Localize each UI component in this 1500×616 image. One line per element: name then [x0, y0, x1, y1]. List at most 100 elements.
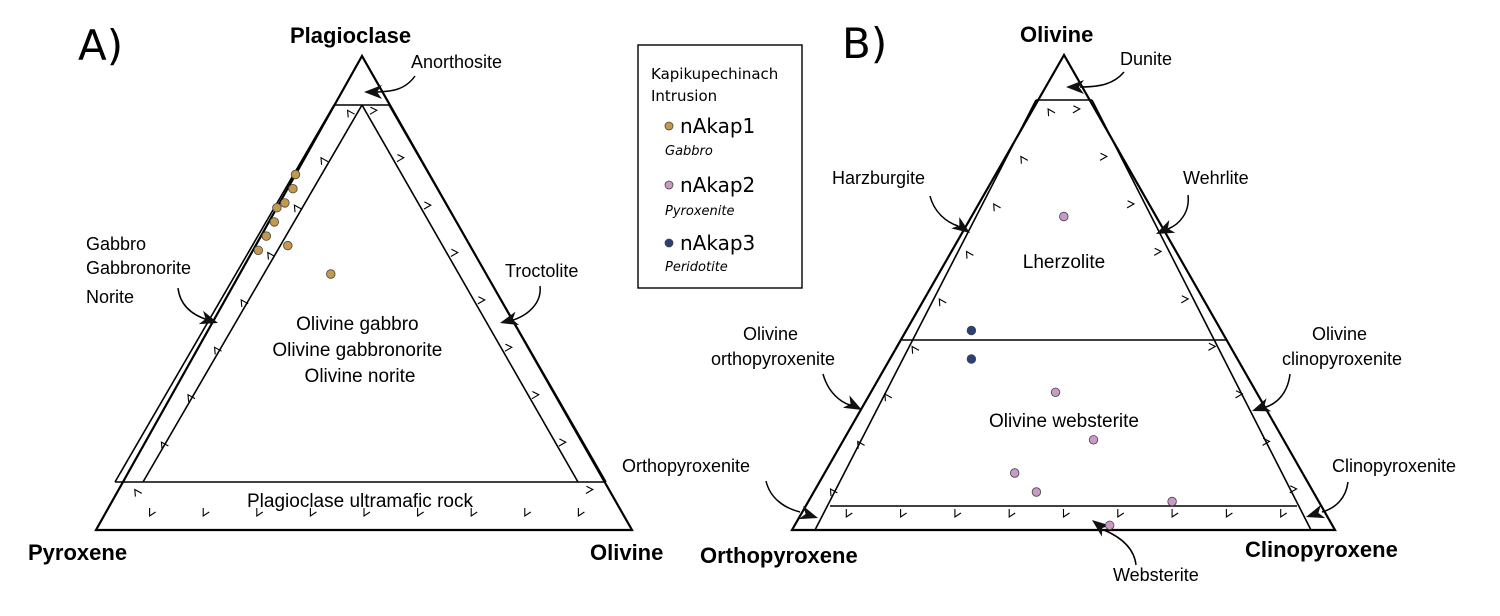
edge-tick: [845, 509, 853, 519]
panel-a-arrow-gabbro-line: [177, 287, 209, 321]
edge-tick: [256, 508, 264, 518]
data-point-nakap1: [283, 240, 293, 251]
edge-tick: [1020, 155, 1029, 164]
panel-b-arrow-websterite-line: [1103, 529, 1137, 566]
panel-b-vertex-right: Clinopyroxene: [1245, 537, 1398, 562]
panel-b-callout-orthopyroxenite: Orthopyroxenite: [622, 456, 750, 476]
data-point-nakap1: [253, 245, 263, 256]
data-point-nakap2: [1010, 468, 1020, 478]
panel-a-inner-left: [142, 104, 363, 483]
legend: Kapikupechinach Intrusion nAkap1 Gabbro …: [637, 44, 803, 289]
data-point-nakap1: [288, 183, 298, 194]
panel-b-line-right: [1091, 99, 1312, 531]
edge-tick: [346, 109, 355, 118]
panel-b-letter: B): [842, 19, 887, 68]
callout-line-1: Gabbro: [86, 234, 146, 254]
panel-a-callout-anorthosite: Anorthosite: [411, 52, 502, 72]
data-point-nakap2: [1104, 520, 1115, 531]
edge-tick: [470, 508, 478, 518]
panel-b-arrow-dunite-line: [1079, 71, 1125, 88]
edge-tick: [417, 508, 424, 518]
callout-line-1: Olivine: [743, 324, 798, 344]
panel-a-vertex-right: Olivine: [590, 540, 663, 565]
field-line-2: Olivine gabbronorite: [272, 340, 442, 361]
panel-a-line-olivine-side: [388, 104, 607, 483]
callout-line-2: orthopyroxenite: [711, 349, 835, 369]
panel-a-field-plag-ultramafic: Plagioclase ultramafic rock: [247, 491, 473, 512]
edge-tick: [531, 391, 540, 400]
panel-b-field-lherzolite: Lherzolite: [1023, 252, 1105, 273]
legend-label-nakap2: nAkap2: [680, 173, 755, 197]
edge-tick: [1126, 200, 1136, 209]
data-point-nakap1: [280, 198, 290, 208]
legend-title-line-2: Intrusion: [651, 87, 717, 105]
panel-a-callout-troctolite: Troctolite: [505, 261, 578, 281]
panel-b-arrow-harzburgite-line: [929, 195, 959, 227]
edge-tick: [1008, 509, 1016, 519]
panel-a-outer-triangle: [94, 53, 634, 532]
callout-line-2: clinopyroxenite: [1282, 349, 1402, 369]
panel-b-callout-dunite: Dunite: [1120, 49, 1172, 69]
data-point-nakap1: [290, 169, 301, 180]
field-line-3: Olivine norite: [305, 366, 416, 387]
legend-rock-peridotite: Peridotite: [665, 260, 728, 275]
callout-line-1: Olivine: [1312, 324, 1367, 344]
edge-tick: [240, 298, 249, 308]
panel-a-points: [253, 169, 336, 279]
edge-tick: [149, 508, 156, 518]
legend-title-line-1: Kapikupechinach: [651, 65, 778, 83]
edge-tick: [423, 201, 432, 210]
panel-b-callout-olivine-orthopyroxenite: Olivine orthopyroxenite: [711, 324, 835, 369]
edge-tick: [450, 248, 459, 257]
callout-line-2: Gabbronorite: [86, 258, 191, 278]
panel-b-arrow-olivine-orthopyroxenite-line: [822, 373, 851, 406]
panel-b-arrow-wehrlite-line: [1167, 194, 1189, 230]
edge-tick: [477, 296, 486, 305]
panel-a-arrow-troctolite-line: [509, 285, 541, 322]
edge-tick: [1062, 509, 1070, 519]
panel-a-field-olivine-gabbro: Olivine gabbro Olivine gabbronorite Oliv…: [272, 314, 447, 387]
panel-a-inner-right: [361, 104, 579, 483]
edge-tick: [1171, 509, 1179, 519]
edge-tick: [585, 485, 594, 494]
data-point-nakap1: [269, 217, 280, 227]
edge-tick: [504, 343, 513, 352]
panel-a-letter: A): [78, 21, 123, 70]
edge-tick: [309, 508, 317, 518]
edge-tick: [1262, 437, 1271, 446]
edge-tick: [900, 509, 907, 519]
panel-a-callout-gabbro: Gabbro Gabbronorite Norite: [86, 234, 196, 307]
edge-tick: [213, 346, 222, 355]
panel-b-outer-triangle: [790, 52, 1337, 532]
panel-b-callout-olivine-clinopyroxenite: Olivine clinopyroxenite: [1282, 324, 1402, 369]
data-point-nakap3: [966, 354, 977, 364]
data-point-nakap1: [272, 202, 282, 213]
legend-marker-nakap3: [664, 238, 674, 248]
panel-b-points: [966, 211, 1177, 531]
callout-line-3: Norite: [86, 287, 134, 307]
panel-b: B) Olivine Orthopyroxene Clinopyroxene L…: [622, 19, 1456, 585]
legend-title: Kapikupechinach Intrusion: [651, 65, 783, 105]
panel-b-arrow-wehrlite-head: [1153, 220, 1176, 241]
edge-tick: [160, 441, 169, 450]
edge-tick: [857, 440, 865, 449]
edge-tick: [993, 203, 1001, 212]
edge-tick: [1047, 108, 1056, 117]
edge-tick: [369, 106, 378, 115]
panel-b-callout-wehrlite: Wehrlite: [1183, 168, 1249, 188]
edge-tick: [829, 488, 838, 497]
panel-a-ticks: [134, 106, 594, 518]
field-line-1: Olivine gabbro: [296, 314, 419, 335]
edge-tick: [965, 250, 974, 259]
panel-a: A) Plagioclase Pyroxene Olivine Olivine …: [28, 21, 663, 565]
legend-marker-nakap1: [664, 121, 674, 131]
edge-tick: [1280, 509, 1288, 519]
edge-tick: [938, 298, 947, 307]
data-point-nakap2: [1167, 496, 1177, 507]
edge-tick: [202, 508, 210, 518]
panel-b-ticks: [829, 105, 1298, 519]
panel-b-arrow-clinopyroxenite-line: [1321, 481, 1349, 513]
edge-tick: [320, 156, 329, 165]
edge-tick: [134, 488, 143, 497]
